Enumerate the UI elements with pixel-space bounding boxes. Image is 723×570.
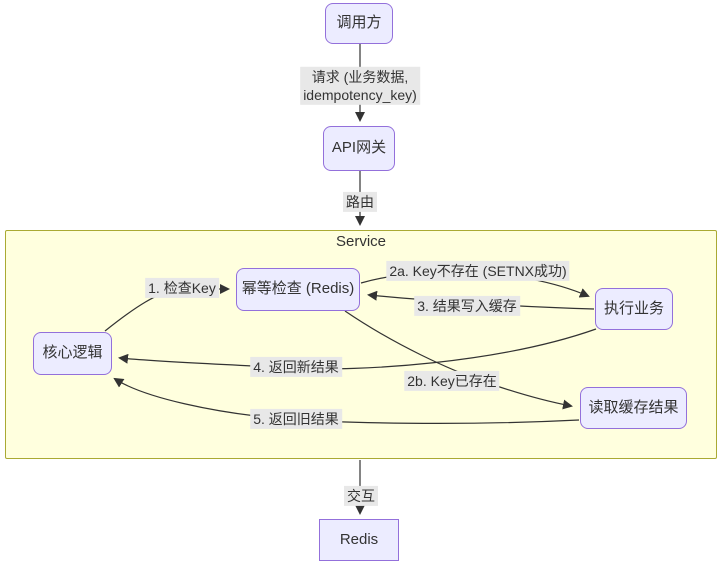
- node-core-logic: 核心逻辑: [33, 332, 112, 375]
- edge-label-return-new: 4. 返回新结果: [250, 356, 342, 378]
- edge-key-exists: [344, 310, 573, 410]
- node-idempotency-check: 幂等检查 (Redis): [236, 268, 360, 311]
- edge-return-old: [113, 377, 580, 424]
- edge-label-interact: 交互: [344, 485, 378, 507]
- edge-label-key-not-exists: 2a. Key不存在 (SETNX成功): [386, 260, 570, 282]
- node-read-cache-result: 读取缓存结果: [580, 387, 687, 429]
- node-api-gateway: API网关: [323, 126, 395, 171]
- edge-label-key-exists: 2b. Key已存在: [404, 370, 500, 392]
- edge-label-request: 请求 (业务数据, idempotency_key): [300, 66, 420, 106]
- edge-label-return-old: 5. 返回旧结果: [250, 408, 342, 430]
- edge-label-check-key: 1. 检查Key: [145, 277, 219, 299]
- node-execute-business: 执行业务: [595, 288, 673, 330]
- node-redis: Redis: [319, 519, 399, 561]
- service-subgraph-label: Service: [335, 233, 387, 250]
- node-caller: 调用方: [325, 3, 393, 44]
- edge-label-route: 路由: [343, 191, 377, 213]
- edge-return-new: [118, 328, 597, 370]
- edge-label-write-cache: 3. 结果写入缓存: [414, 295, 520, 317]
